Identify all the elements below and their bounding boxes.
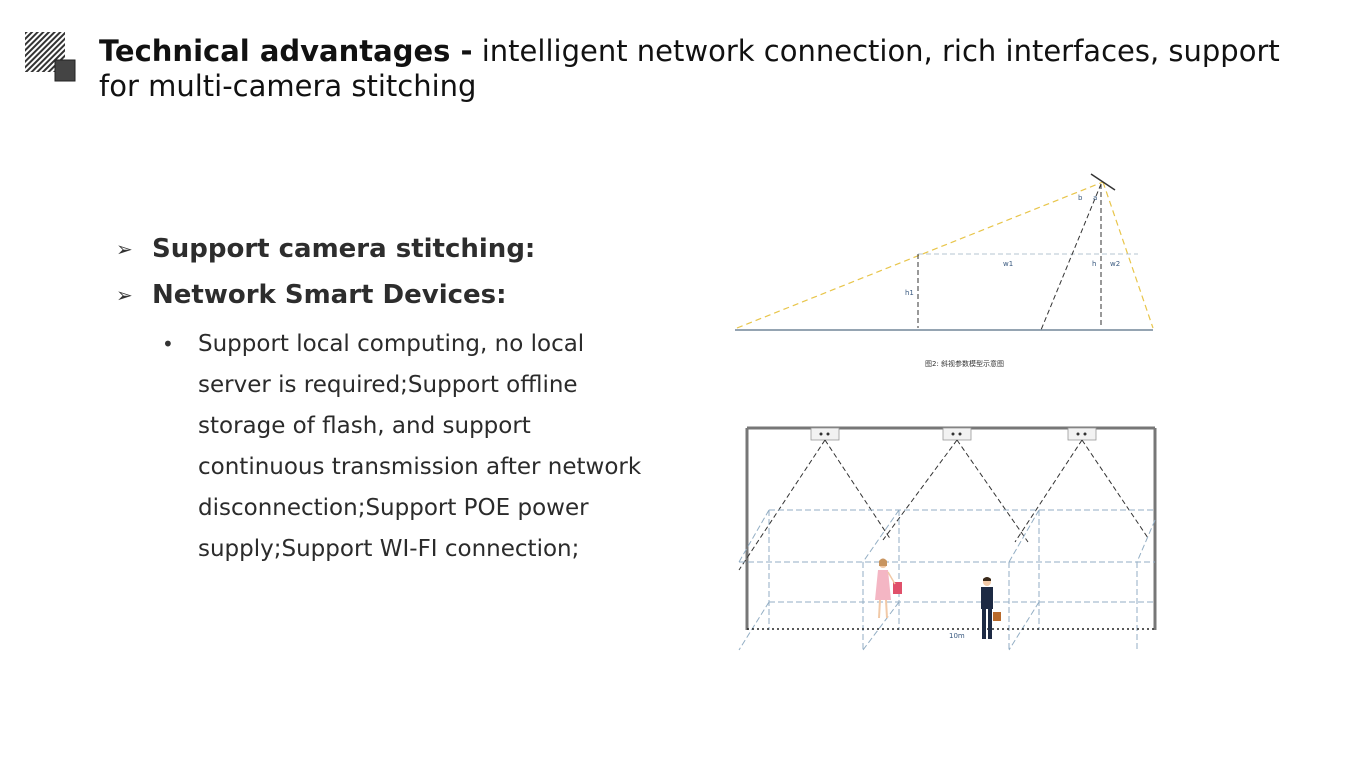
logo-icon xyxy=(25,32,76,82)
camera-icon xyxy=(1067,427,1097,441)
label-w2: w2 xyxy=(1110,260,1120,268)
camera-icon xyxy=(1090,173,1116,191)
fov-line-left xyxy=(736,181,1104,329)
distance-label: 10m xyxy=(949,632,965,640)
bullet-network-devices: ➢ Network Smart Devices: xyxy=(116,272,656,318)
arrow-bullet-icon: ➢ xyxy=(116,283,133,307)
coverage-boxes xyxy=(738,509,1156,652)
fov-line-right xyxy=(1102,181,1154,329)
label-h1: h1 xyxy=(905,289,914,297)
oblique-view-diagram: b a w1 h w2 h1 图2: 斜视参数模型示意图 xyxy=(735,173,1154,368)
label-a: a xyxy=(1093,194,1097,202)
camera-lens-icon xyxy=(958,432,962,436)
bullet-list: ➢ Support camera stitching: ➢ Network Sm… xyxy=(116,226,656,570)
woman-figure xyxy=(875,558,902,619)
camera-lens-icon xyxy=(1076,432,1080,436)
view-oblique-line xyxy=(1040,183,1102,331)
camera-lens-icon xyxy=(1083,432,1087,436)
camera-icon xyxy=(810,427,840,441)
bullet-label: Network Smart Devices: xyxy=(152,280,507,310)
sub-bullet: • Support local computing, no local serv… xyxy=(162,324,656,570)
arrow-bullet-icon: ➢ xyxy=(116,237,133,261)
bullet-label: Support camera stitching: xyxy=(152,234,536,264)
slide-title: Technical advantages - intelligent netwo… xyxy=(99,34,1299,104)
label-h: h xyxy=(1092,260,1096,268)
title-bold: Technical advantages - xyxy=(99,34,473,68)
camera-lens-icon xyxy=(951,432,955,436)
sub-bullet-text: Support local computing, no local server… xyxy=(198,331,642,562)
bullet-camera-stitching: ➢ Support camera stitching: xyxy=(116,226,656,272)
diagram-caption: 图2: 斜视参数模型示意图 xyxy=(925,359,1004,368)
camera-cones xyxy=(738,439,1149,571)
label-w1: w1 xyxy=(1003,260,1013,268)
camera-icon xyxy=(942,427,972,441)
man-figure xyxy=(981,577,1001,639)
title-rest: intelligent network connection, rich int… xyxy=(99,34,1280,103)
stitching-diagram: 10m xyxy=(738,426,1157,652)
camera-lens-icon xyxy=(826,432,830,436)
dot-bullet-icon: • xyxy=(162,332,174,356)
label-b: b xyxy=(1078,194,1083,202)
camera-lens-icon xyxy=(819,432,823,436)
